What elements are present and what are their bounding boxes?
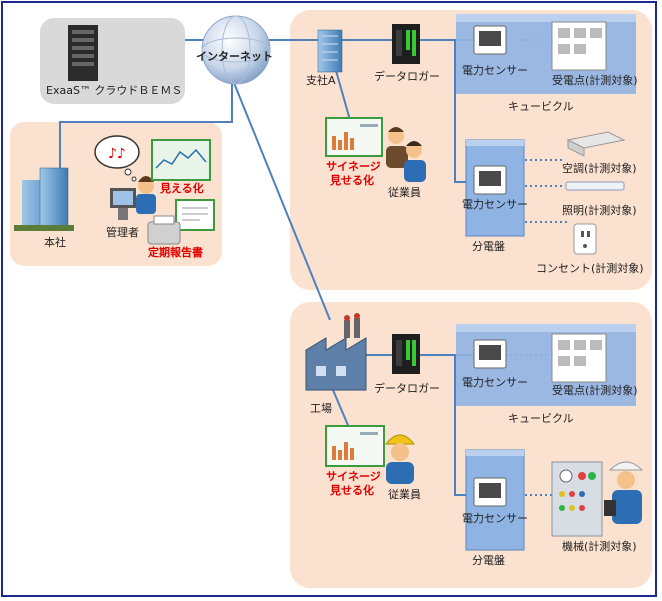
air-conditioner-icon: [566, 131, 626, 157]
branch-cubicle-label: キュービクル: [508, 100, 574, 113]
lighting-icon: [565, 181, 625, 191]
factory-data-logger-icon: [392, 334, 420, 374]
factory-receiving-point-label: 受電点(計測対象): [552, 384, 638, 397]
hq-visualize-screen-icon: [151, 139, 211, 181]
factory-signage-screen-icon: [325, 425, 385, 467]
factory-worker-icon: [604, 461, 644, 524]
factory-label: 工場: [310, 402, 332, 415]
measurement-links: [505, 39, 570, 496]
manager-icon: [110, 176, 156, 220]
branch-panel-sensor-label: 電力センサー: [462, 198, 528, 211]
branch-receiving-meter-icon: [551, 21, 607, 71]
branch-employees-label: 従業員: [388, 186, 421, 199]
factory-panel-label: 分電盤: [472, 554, 505, 567]
factory-panel-power-sensor-icon: [473, 477, 507, 507]
branch-data-logger-icon: [392, 24, 420, 64]
report-document-icon: [175, 199, 215, 231]
factory-cubicle-sensor-label: 電力センサー: [462, 376, 528, 389]
factory-cubicle-label: キュービクル: [508, 412, 574, 425]
factory-panel-sensor-label: 電力センサー: [462, 512, 528, 525]
machine-control-panel-icon: [551, 461, 603, 537]
branch-data-logger-label: データロガー: [374, 70, 440, 83]
internet-label: インターネット: [196, 50, 273, 63]
power-outlet-icon: [573, 223, 597, 255]
branch-signage-label: サイネージ: [326, 160, 381, 173]
periodic-report-label: 定期報告書: [148, 246, 203, 259]
server-icon: [68, 25, 98, 81]
headquarters-building-icon: [14, 167, 74, 231]
branch-panel-power-sensor-icon: [473, 165, 507, 195]
thought-bubble-icon: ♪♪: [94, 135, 140, 182]
branch-receiving-point-label: 受電点(計測対象): [552, 74, 638, 87]
factory-receiving-meter-icon: [551, 333, 607, 383]
factory-building-icon: [305, 313, 367, 391]
visualize-label: 見える化: [160, 182, 204, 195]
aircon-label: 空調(計測対象): [562, 162, 637, 175]
branch-show-label: 見せる化: [330, 174, 374, 187]
factory-show-label: 見せる化: [330, 484, 374, 497]
svg-text:♪♪: ♪♪: [108, 146, 126, 162]
lighting-label: 照明(計測対象): [562, 204, 637, 217]
branch-cubicle-sensor-label: 電力センサー: [462, 64, 528, 77]
factory-employee-icon: [384, 434, 416, 484]
factory-data-logger-label: データロガー: [374, 382, 440, 395]
printer-icon: [147, 215, 181, 245]
manager-label: 管理者: [106, 226, 139, 239]
factory-signage-label: サイネージ: [326, 470, 381, 483]
headquarters-label: 本社: [44, 236, 66, 249]
branch-employees-icon: [386, 127, 426, 182]
factory-employee-label: 従業員: [388, 488, 421, 501]
branch-label: 支社A: [306, 74, 336, 87]
branch-building-icon: [317, 29, 343, 73]
outlet-label: コンセント(計測対象): [536, 262, 644, 275]
internet-globe-icon: [201, 15, 271, 85]
cloud-bems-label: ExaaS™ クラウドＢＥＭＳ: [46, 84, 183, 97]
factory-cubicle-power-sensor-icon: [473, 339, 507, 369]
branch-signage-screen-icon: [325, 117, 383, 157]
machine-label: 機械(計測対象): [562, 540, 637, 553]
branch-cubicle-power-sensor-icon: [473, 25, 507, 55]
branch-panel-label: 分電盤: [472, 240, 505, 253]
